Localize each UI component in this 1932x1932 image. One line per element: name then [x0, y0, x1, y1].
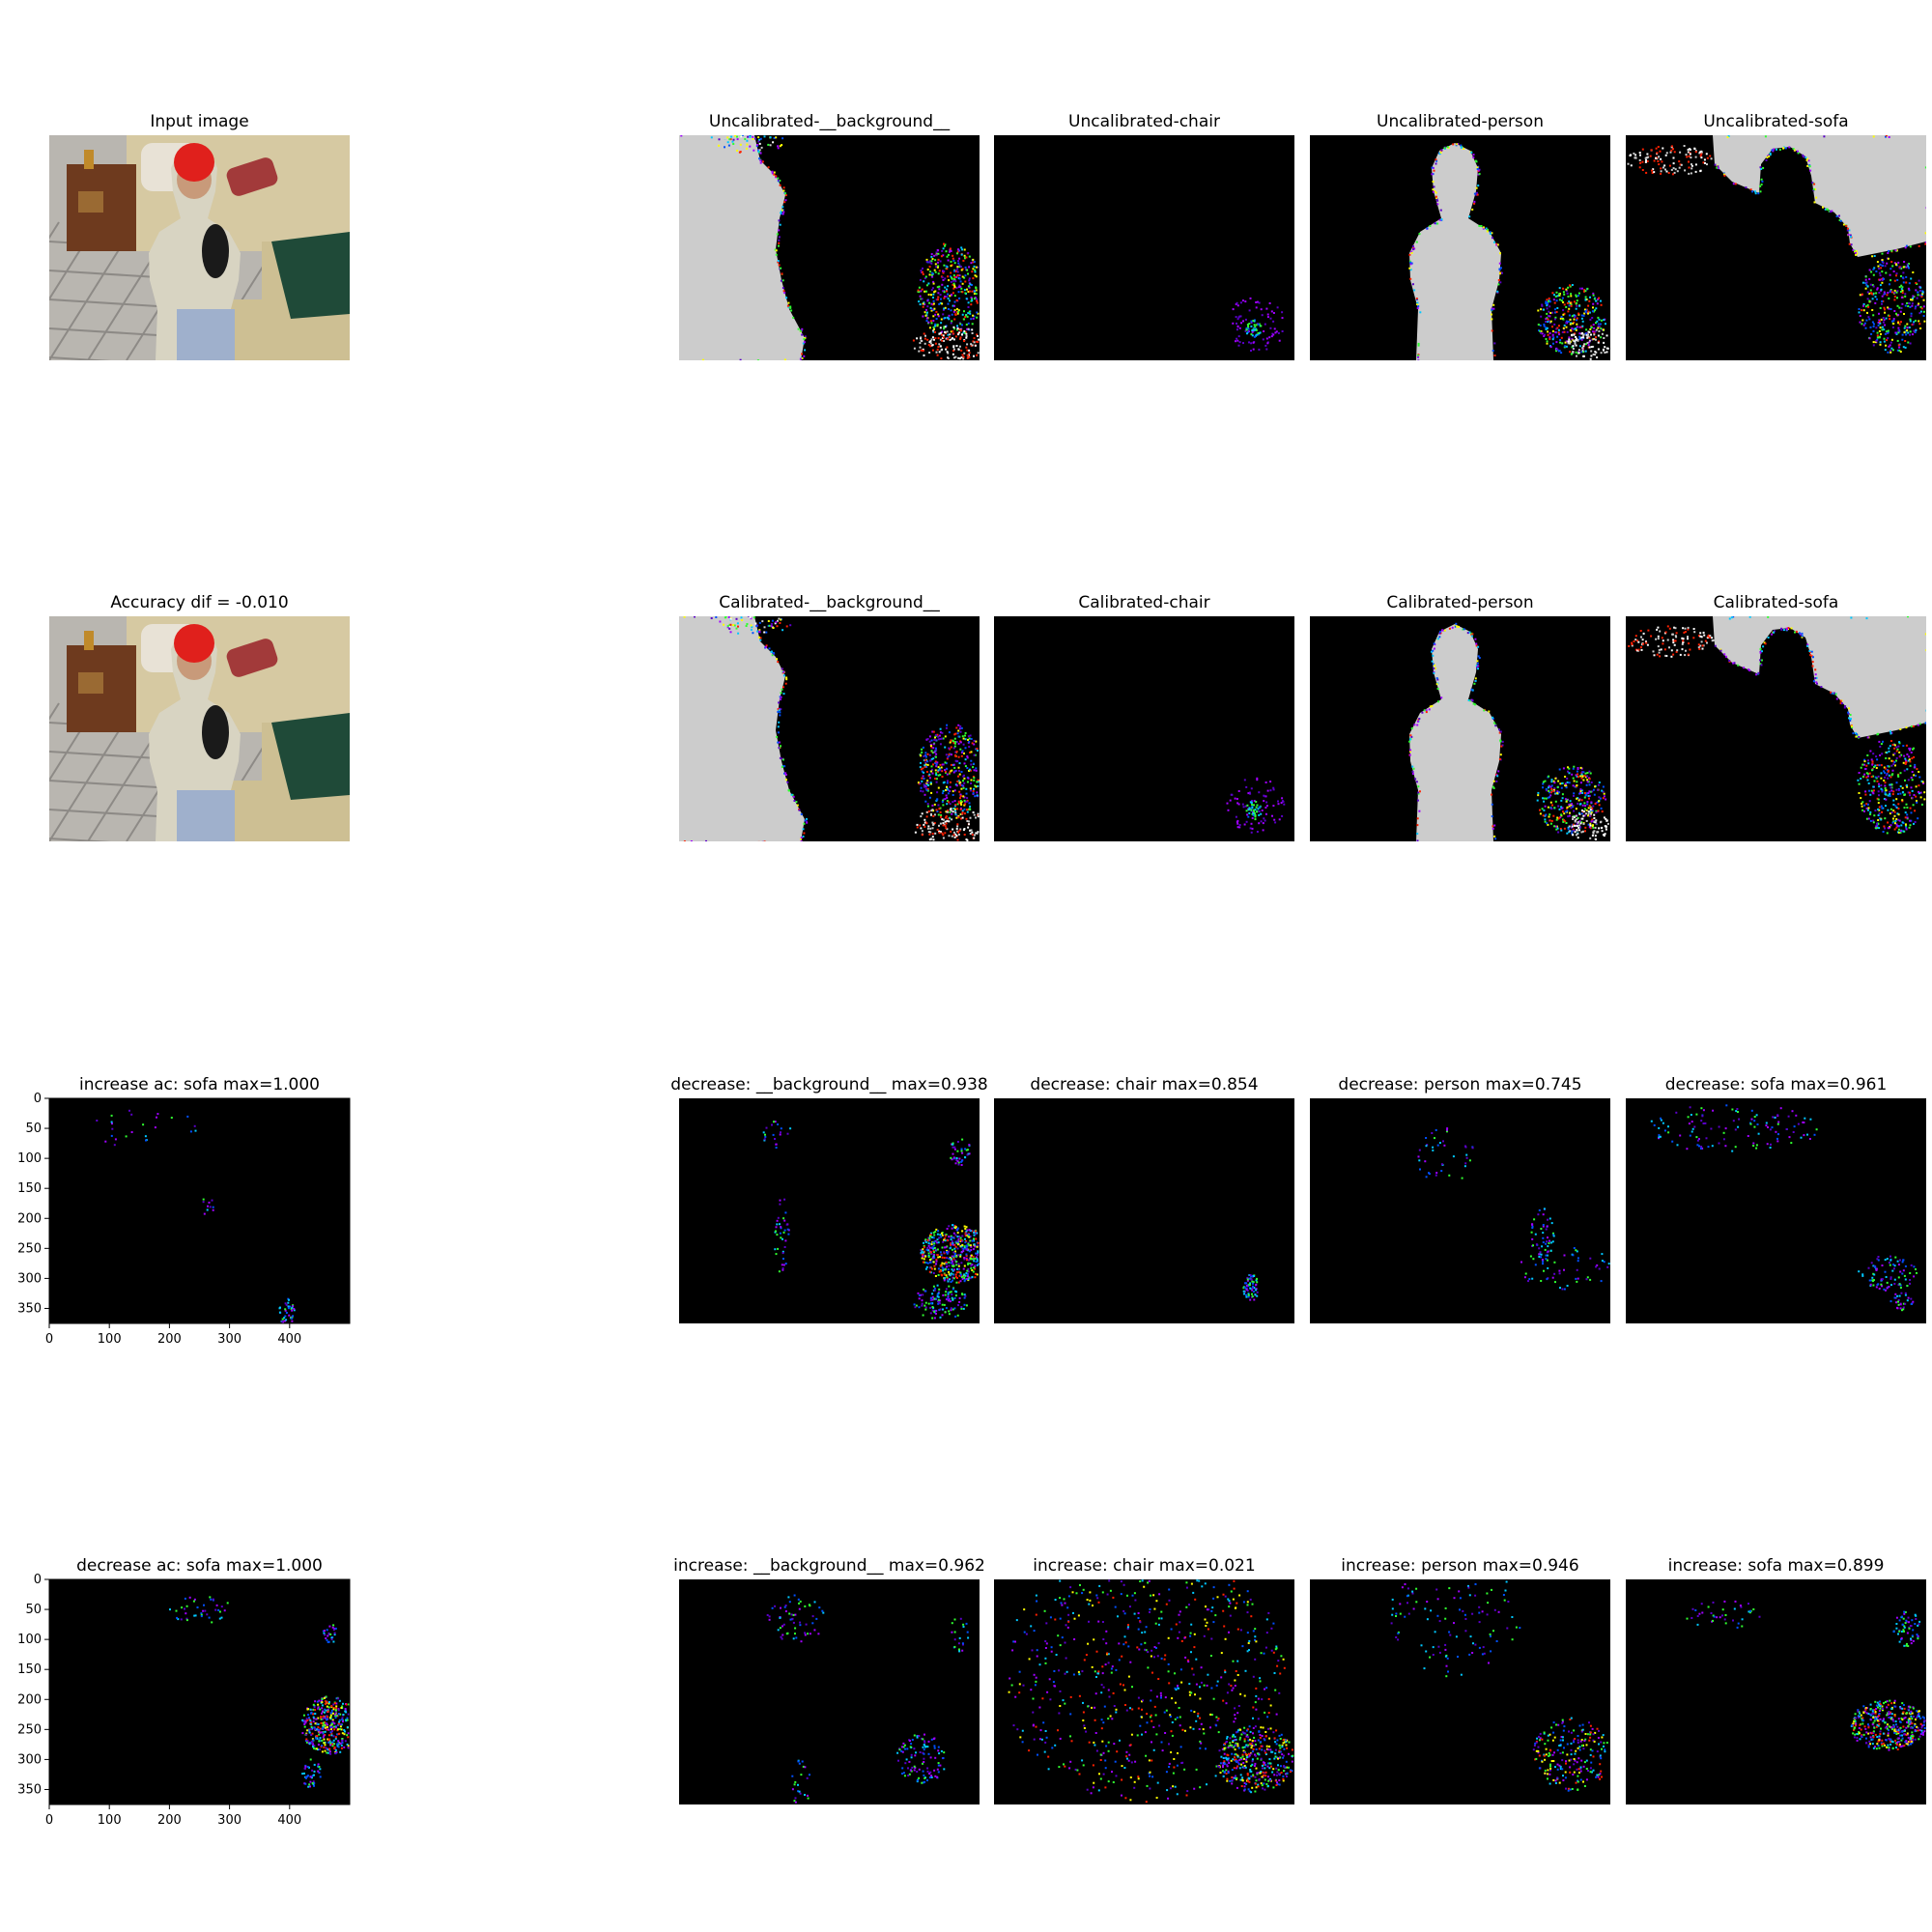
heatmap-panel: Uncalibrated-chair — [994, 112, 1294, 360]
panel-title: increase ac: sofa max=1.000 — [79, 1075, 320, 1094]
y-tick-label: 350 — [17, 1782, 42, 1797]
heatmap-panel: decrease: person max=0.745 — [1310, 1075, 1610, 1323]
y-tick-label: 150 — [17, 1662, 42, 1677]
panel-title: decrease: chair max=0.854 — [1030, 1075, 1258, 1094]
input-image-panel: Accuracy dif = -0.010 — [49, 593, 350, 841]
heatmap-panel: increase: __background__ max=0.962 — [673, 1556, 985, 1804]
photo-dog — [202, 224, 229, 278]
input-image-panel: Input image — [49, 112, 350, 360]
y-tick-label: 200 — [17, 1692, 42, 1707]
panel-title: increase: person max=0.946 — [1341, 1556, 1578, 1576]
panel-title: Calibrated-person — [1386, 593, 1533, 612]
heatmap-panel: decrease: chair max=0.854 — [994, 1075, 1294, 1323]
y-tick-label: 50 — [25, 1603, 42, 1617]
panel-title: Uncalibrated-chair — [1068, 112, 1220, 131]
y-tick-label: 100 — [17, 1151, 42, 1166]
x-tick-label: 300 — [217, 1813, 242, 1828]
panel-title: increase: chair max=0.021 — [1033, 1556, 1255, 1576]
y-tick-label: 250 — [17, 1241, 42, 1256]
heatmap-panel: increase: sofa max=0.899 — [1626, 1556, 1926, 1804]
panel-title: Calibrated-sofa — [1714, 593, 1839, 612]
panel-title: increase: sofa max=0.899 — [1668, 1556, 1885, 1576]
photo-blanket — [271, 232, 350, 319]
panel-title: Input image — [150, 112, 248, 131]
panel-title: Accuracy dif = -0.010 — [110, 593, 288, 612]
photo-red-hat — [174, 143, 214, 182]
panel-title: Calibrated-chair — [1078, 593, 1209, 612]
photo-person — [149, 624, 241, 841]
panel-title: Uncalibrated-person — [1377, 112, 1544, 131]
y-tick-label: 150 — [17, 1181, 42, 1196]
panel-title: decrease: __background__ max=0.938 — [670, 1075, 987, 1094]
x-tick-label: 0 — [45, 1332, 53, 1347]
x-tick-label: 300 — [217, 1332, 242, 1347]
heatmap-panel: Calibrated-person — [1310, 593, 1610, 841]
y-tick-label: 100 — [17, 1633, 42, 1647]
panel-title: Calibrated-__background__ — [719, 593, 940, 612]
x-tick-label: 100 — [98, 1332, 122, 1347]
heatmap-panel: Calibrated-chair — [994, 593, 1294, 841]
heatmap-panel: decrease: __background__ max=0.938 — [670, 1075, 988, 1323]
y-tick-label: 0 — [34, 1092, 42, 1106]
heatmap-panel: Uncalibrated-__background__ — [679, 112, 980, 360]
panel-title: decrease: sofa max=0.961 — [1665, 1075, 1888, 1094]
photo-red-hat — [174, 624, 214, 663]
x-tick-label: 200 — [157, 1813, 182, 1828]
panel-title: decrease ac: sofa max=1.000 — [76, 1556, 323, 1576]
panel-title: increase: __background__ max=0.962 — [673, 1556, 985, 1576]
y-tick-label: 350 — [17, 1301, 42, 1316]
photo-blanket — [271, 713, 350, 800]
y-tick-label: 200 — [17, 1211, 42, 1226]
y-tick-label: 250 — [17, 1722, 42, 1737]
x-tick-label: 400 — [277, 1332, 301, 1347]
heatmap-panel: Calibrated-__background__ — [679, 593, 980, 841]
x-tick-label: 0 — [45, 1813, 53, 1828]
heatmap-panel: decrease: sofa max=0.961 — [1626, 1075, 1926, 1323]
y-tick-label: 300 — [17, 1752, 42, 1767]
heatmap-panel: increase: chair max=0.021 — [994, 1556, 1294, 1804]
photo-dog — [202, 705, 229, 759]
x-tick-label: 400 — [277, 1813, 301, 1828]
heatmap-panel: Calibrated-sofa — [1626, 593, 1926, 841]
photo-person — [149, 143, 241, 360]
y-tick-label: 300 — [17, 1271, 42, 1286]
panel-title: Uncalibrated-sofa — [1703, 112, 1848, 131]
x-tick-label: 100 — [98, 1813, 122, 1828]
x-tick-label: 200 — [157, 1332, 182, 1347]
heatmap-panel: decrease ac: sofa max=1.000 0 100 200 300 400… — [17, 1556, 351, 1828]
heatmap-panel: increase: person max=0.946 — [1310, 1556, 1610, 1804]
panel-title: decrease: person max=0.745 — [1338, 1075, 1581, 1094]
heatmap-panel: Uncalibrated-sofa — [1626, 112, 1926, 360]
y-tick-label: 0 — [34, 1573, 42, 1587]
panel-title: Uncalibrated-__background__ — [709, 112, 951, 131]
y-tick-label: 50 — [25, 1122, 42, 1136]
heatmap-panel: increase ac: sofa max=1.000 0 100 200 300 400… — [17, 1075, 351, 1347]
heatmap-panel: Uncalibrated-person — [1310, 112, 1610, 360]
